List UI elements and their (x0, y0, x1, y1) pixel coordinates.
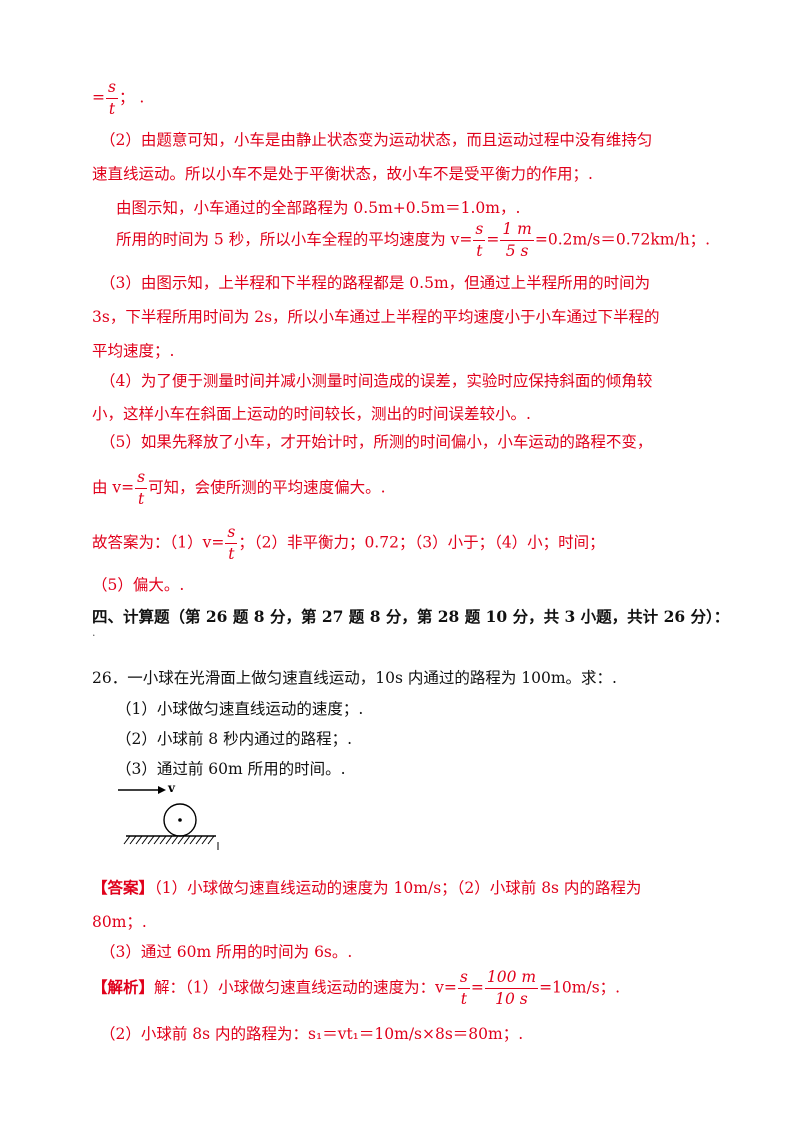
formula-tail: ； . (118, 88, 145, 107)
analysis-line-2: （2）小球前 8s 内的路程为：s₁＝vt₁＝10m/s×8s＝80m；. (100, 1025, 524, 1043)
answer-line-2: 80m；. (92, 913, 147, 931)
velocity-label: v (167, 781, 176, 795)
denominator: t (476, 241, 483, 260)
analysis-result: =10m/s；. (539, 978, 621, 997)
answer-part-2-line-2: 速直线运动。所以小车不是处于平衡状态，故小车不是受平衡力的作用；. (92, 165, 593, 183)
equals-sign: = (470, 978, 484, 997)
answer-part-2-line-1: （2）由题意可知，小车是由静止状态变为运动状态，而且运动过程中没有维持匀 (100, 131, 653, 149)
answer-text: （1）小球做匀速直线运动的速度为 10m/s；（2）小球前 8s 内的路程为 (154, 879, 642, 897)
denominator: t (228, 544, 235, 563)
denominator: t (138, 489, 145, 508)
ball-on-ground-figure: v (118, 781, 219, 850)
denominator: 10 s (495, 989, 528, 1008)
question-26-part-3: （3）通过前 60m 所用的时间。. (116, 760, 346, 778)
analysis-text: 解：（1）小球做匀速直线运动的速度为：v= (154, 978, 457, 997)
analysis-tag: 【解析】 (92, 977, 155, 997)
answer-line-1: 【答案】（1）小球做匀速直线运动的速度为 10m/s；（2）小球前 8s 内的路… (92, 876, 641, 898)
final-answer-intro: 故答案为：（1）v= (92, 533, 225, 552)
numerator: s (135, 469, 148, 489)
ground-hatching (123, 835, 215, 845)
numerator: s (106, 79, 118, 99)
question-26-stem: 26．一小球在光滑面上做匀速直线运动，10s 内通过的路程为 100m。求：. (92, 669, 617, 687)
answer-part-4-line-2: 小，这样小车在斜面上运动的时间较长，测出的时间误差较小。. (92, 405, 531, 423)
final-answer-items: ；（2）非平衡力；0.72；（3）小于；（4）小；时间； (238, 533, 605, 552)
numerator: 1 m (500, 221, 534, 241)
speed-result: =0.2m/s＝0.72km/h；. (534, 230, 711, 249)
answer-part-2-line-3: 由图示知，小车通过的全部路程为 0.5m+0.5m＝1.0m，. (116, 199, 521, 217)
answer-tag: 【答案】 (92, 878, 155, 897)
equals-sign: = (92, 88, 105, 107)
formula-intro: 由 v= (92, 478, 135, 497)
denominator: t (460, 989, 467, 1008)
numerator: 100 m (484, 969, 539, 989)
question-26-part-2: （2）小球前 8 秒内通过的路程；. (116, 730, 353, 748)
answer-line-3: （3）通过 60m 所用的时间为 6s。. (100, 943, 353, 961)
ball-center (178, 818, 182, 822)
speed-text: 所用的时间为 5 秒，所以小车全程的平均速度为 v= (116, 230, 473, 249)
denominator: t (108, 99, 116, 118)
numerator: s (457, 969, 470, 989)
velocity-arrowhead (158, 786, 166, 794)
answer-part-4-line-1: （4）为了便于测量时间并减小测量时间造成的误差，实验时应保持斜面的倾角较 (100, 372, 653, 390)
answer-part-3-line-2: 3s，下半程所用时间为 2s，所以小车通过上半程的平均速度小于小车通过下半程的 (92, 308, 660, 326)
question-26-part-1: （1）小球做匀速直线运动的速度；. (116, 700, 364, 718)
numerator: s (473, 221, 486, 241)
numerator: s (225, 524, 238, 544)
equals-sign: = (486, 230, 500, 249)
final-answer-line-2: （5）偏大。. (92, 576, 185, 594)
denominator: 5 s (505, 241, 529, 260)
answer-part-5-line-1: （5）如果先释放了小车，才开始计时，所测的时间偏小，小车运动的路程不变， (100, 433, 653, 451)
paragraph-mark: . (92, 626, 96, 639)
answer-part-3-line-3: 平均速度；. (92, 342, 175, 360)
section-heading: 四、计算题（第 26 题 8 分，第 27 题 8 分，第 28 题 10 分，… (92, 607, 730, 626)
answer-part-3-line-1: （3）由图示知，上半程和下半程的路程都是 0.5m，但通过上半程所用的时间为 (100, 274, 651, 292)
formula-tail: 可知，会使所测的平均速度偏大。. (148, 478, 386, 497)
